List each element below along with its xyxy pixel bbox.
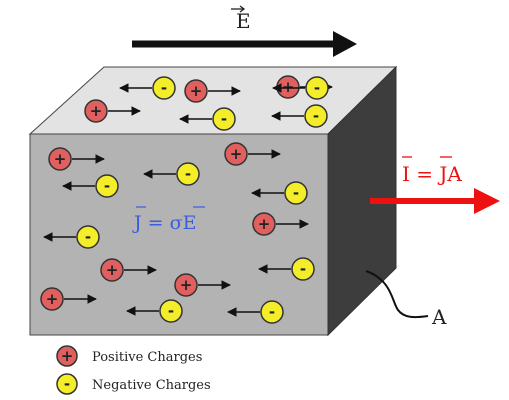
charge-sign: - [221, 110, 227, 128]
charge-sign: - [168, 302, 174, 320]
ohm-law-label: J = σE [132, 212, 196, 234]
negative-charge: - [251, 181, 308, 205]
negative-charge: - [119, 76, 176, 100]
charge-sign: - [269, 303, 275, 321]
current-arrow [370, 188, 500, 214]
charge-sign: - [313, 107, 319, 125]
positive-charge: + [252, 212, 309, 236]
charge-sign: - [300, 260, 306, 278]
charges-layer: -++-+--++---+-+-++-- [40, 75, 333, 324]
charge-sign: - [85, 228, 91, 246]
negative-charge-circle [291, 257, 315, 281]
field-arrow [132, 31, 357, 57]
positive-charge: + [84, 99, 141, 123]
charge-sign: + [190, 82, 203, 100]
negative-charge-circle [260, 300, 284, 324]
positive-charge-circle [84, 99, 108, 123]
legend: + Positive Charges - Negative Charges [56, 345, 211, 395]
negative-charge: - [227, 300, 284, 324]
legend-positive-item: + Positive Charges [56, 345, 202, 367]
charge-sign: - [185, 165, 191, 183]
legend-positive-label: Positive Charges [92, 350, 202, 365]
positive-charge-circle [184, 79, 208, 103]
area-label: A [431, 305, 447, 329]
negative-charge-circle [284, 181, 308, 205]
charge-sign: + [46, 290, 59, 308]
legend-positive-sign: + [61, 347, 74, 365]
legend-positive-charge [56, 345, 78, 367]
positive-charge-circle [48, 147, 72, 171]
negative-charge: - [43, 225, 100, 249]
negative-charge: - [271, 104, 328, 128]
positive-charge-circle [252, 212, 276, 236]
charge-sign: - [293, 184, 299, 202]
charge-sign: + [54, 150, 67, 168]
positive-charge-circle [174, 273, 198, 297]
block-side-face [327, 65, 397, 337]
charge-sign: + [282, 78, 295, 96]
positive-charge: + [184, 79, 241, 103]
charge-sign: - [161, 79, 167, 97]
negative-charge-circle [76, 225, 100, 249]
legend-negative-charge [56, 373, 78, 395]
charge-sign: + [230, 145, 243, 163]
positive-charge-circle [224, 142, 248, 166]
charge-sign: + [106, 261, 119, 279]
negative-charge: - [258, 257, 315, 281]
negative-charge-circle [304, 104, 328, 128]
negative-charge: - [272, 76, 329, 100]
negative-charge-circle [152, 76, 176, 100]
positive-charge-circle [100, 258, 124, 282]
charge-sign: - [314, 79, 320, 97]
positive-charge-circle [40, 287, 64, 311]
negative-charge-circle [212, 107, 236, 131]
negative-charge-circle [159, 299, 183, 323]
area-pointer [365, 270, 429, 319]
negative-charge-circle [176, 162, 200, 186]
positive-charge: + [48, 147, 105, 171]
current-label: I = JA [402, 162, 462, 186]
field-vector-head [239, 5, 246, 13]
field-label: E [236, 9, 251, 33]
legend-negative-label: Negative Charges [92, 378, 211, 393]
positive-charge: + [174, 273, 231, 297]
negative-charge-circle [95, 174, 119, 198]
charge-sign: + [90, 102, 103, 120]
legend-negative-sign: - [64, 375, 70, 393]
negative-charge-circle [305, 76, 329, 100]
legend-negative-item: - Negative Charges [56, 373, 211, 395]
negative-charge: - [62, 174, 119, 198]
positive-charge: + [100, 258, 157, 282]
positive-charge: + [224, 142, 281, 166]
charge-sign: + [258, 215, 271, 233]
charge-sign: - [104, 177, 110, 195]
negative-charge: - [126, 299, 183, 323]
charge-sign: + [180, 276, 193, 294]
negative-charge: - [179, 107, 236, 131]
positive-charge: + [40, 287, 97, 311]
negative-charge: - [143, 162, 200, 186]
